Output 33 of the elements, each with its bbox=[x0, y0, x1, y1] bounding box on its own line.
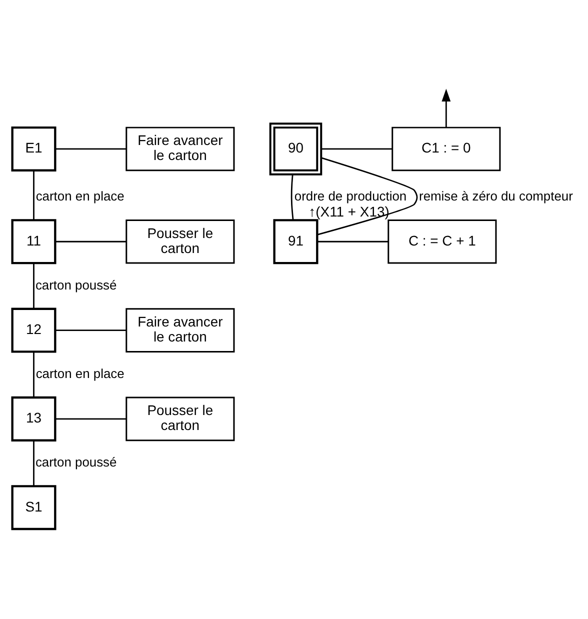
node-box: S1 bbox=[11, 485, 56, 530]
node-box: Faire avancer le carton bbox=[126, 126, 235, 172]
node-box: C : = C + 1 bbox=[388, 219, 497, 264]
connector bbox=[317, 157, 418, 236]
edge-label: carton en place bbox=[36, 188, 124, 204]
arrow bbox=[442, 88, 451, 128]
node-box: Faire avancer le carton bbox=[126, 308, 235, 352]
node-box: Pousser le carton bbox=[126, 396, 235, 442]
connector bbox=[55, 418, 126, 420]
node-box: C1 : = 0 bbox=[392, 126, 501, 172]
edge-label: carton poussé bbox=[35, 454, 117, 470]
node-box: 11 bbox=[11, 219, 56, 264]
connector bbox=[33, 352, 34, 398]
node-box: 13 bbox=[11, 396, 56, 442]
node-box: Pousser le carton bbox=[126, 219, 235, 264]
edge-label: carton poussé bbox=[35, 277, 117, 292]
node-box: E1 bbox=[11, 126, 56, 172]
connector bbox=[55, 148, 126, 150]
connector bbox=[290, 174, 294, 220]
connector bbox=[55, 240, 126, 242]
node-box: 91 bbox=[273, 219, 318, 264]
node-label: ↑(X11 + X13) bbox=[308, 203, 390, 220]
connector bbox=[33, 440, 34, 486]
edge-label: ordre de production bbox=[294, 188, 407, 204]
connector bbox=[33, 263, 34, 309]
edge-label: carton en place bbox=[36, 366, 124, 381]
connector bbox=[321, 148, 392, 150]
connector bbox=[317, 240, 388, 242]
connector bbox=[33, 170, 34, 220]
node-box: 12 bbox=[11, 308, 56, 353]
edge-label: remise à zéro du compteur bbox=[419, 188, 573, 204]
connector bbox=[55, 330, 126, 331]
node-box: 90 bbox=[269, 122, 322, 176]
